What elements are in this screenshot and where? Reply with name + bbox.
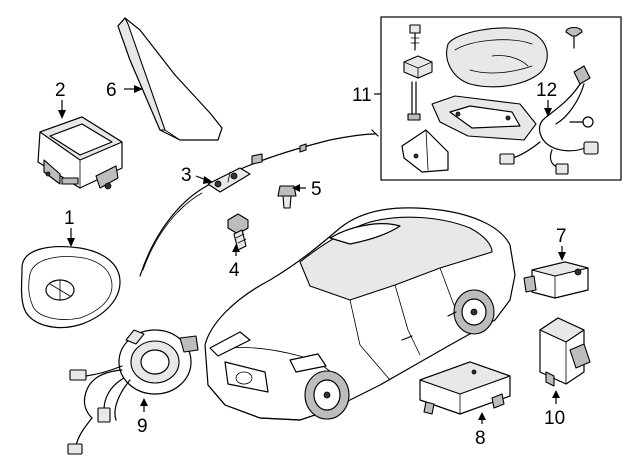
passenger-airbag-icon — [37, 116, 123, 190]
kit-bolt-icon — [409, 24, 421, 51]
clockspring-icon — [67, 329, 199, 455]
rollover-sensor-icon — [539, 317, 591, 387]
callout-4: 4 — [229, 260, 240, 281]
callout-labels: 1 2 3 4 5 6 7 8 9 10 11 12 — [55, 80, 567, 449]
kit-bracket-icon — [401, 129, 449, 173]
callout-12: 12 — [536, 80, 557, 101]
seat-airbag-kit-icon — [401, 24, 599, 175]
callout-1: 1 — [64, 208, 75, 229]
callout-9: 9 — [137, 416, 148, 437]
leader-lines — [58, 85, 566, 424]
kit-pushpin-icon — [565, 26, 583, 49]
impact-sensor-icon — [523, 261, 589, 299]
callout-10: 10 — [544, 408, 565, 429]
seat-airbag-cover-icon — [117, 17, 223, 141]
kit-tray-icon — [431, 95, 537, 141]
wiring-harness-icon — [499, 65, 599, 175]
curtain-airbag-icon — [139, 129, 379, 277]
callout-2: 2 — [55, 80, 66, 101]
callout-8: 8 — [475, 428, 486, 449]
control-module-icon — [419, 361, 511, 415]
callout-6: 6 — [106, 80, 117, 101]
callout-11: 11 — [352, 85, 372, 106]
mounting-bolt-icon — [227, 213, 249, 251]
kit-box — [380, 16, 622, 181]
car-icon — [204, 207, 516, 421]
callout-5: 5 — [311, 179, 322, 200]
push-clip-icon — [277, 185, 297, 209]
kit-pin-icon — [407, 81, 421, 121]
driver-airbag-icon — [20, 246, 121, 329]
callout-3: 3 — [181, 165, 192, 186]
callout-7: 7 — [556, 226, 567, 247]
kit-clip-icon — [403, 55, 433, 79]
kit-cushion-icon — [446, 27, 548, 88]
